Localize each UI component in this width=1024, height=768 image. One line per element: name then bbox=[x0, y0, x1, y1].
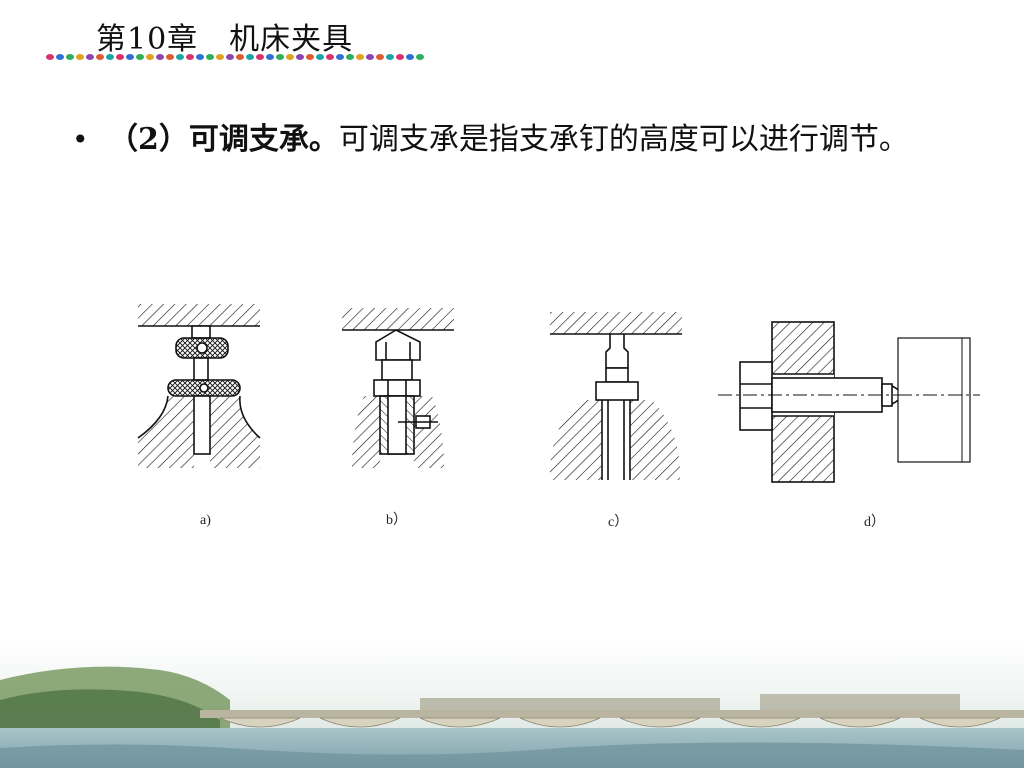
figure-label-b: b） bbox=[386, 512, 407, 528]
bullet-bold-lead: （2）可调支承。 bbox=[108, 122, 339, 157]
decorative-dot bbox=[156, 54, 164, 60]
figure-a bbox=[137, 304, 261, 468]
decorative-dot bbox=[146, 54, 154, 60]
decorative-dot-strip bbox=[46, 54, 424, 60]
decorative-dot bbox=[76, 54, 84, 60]
bullet-item: • （2）可调支承。可调支承是指支承钉的高度可以进行调节。 bbox=[72, 118, 972, 162]
decorative-dot bbox=[256, 54, 264, 60]
decorative-dot bbox=[136, 54, 144, 60]
decorative-dot bbox=[336, 54, 344, 60]
decorative-dot bbox=[246, 54, 254, 60]
figure-label-d: d） bbox=[864, 514, 885, 530]
decorative-dot bbox=[296, 54, 304, 60]
decorative-dot bbox=[66, 54, 74, 60]
decorative-dot bbox=[196, 54, 204, 60]
decorative-dot bbox=[386, 54, 394, 60]
decorative-dot bbox=[416, 54, 424, 60]
bullet-text: （2）可调支承。可调支承是指支承钉的高度可以进行调节。 bbox=[108, 118, 968, 162]
decorative-dot bbox=[226, 54, 234, 60]
figure-d bbox=[718, 321, 980, 483]
decorative-dot bbox=[406, 54, 414, 60]
decorative-dot bbox=[96, 54, 104, 60]
bullet-mark: • bbox=[72, 123, 89, 156]
decorative-dot bbox=[106, 54, 114, 60]
figure-label-c: c） bbox=[608, 514, 628, 530]
decorative-dot bbox=[206, 54, 214, 60]
decorative-dot bbox=[376, 54, 384, 60]
decorative-dot bbox=[396, 54, 404, 60]
adjustable-support-figure: a) b） c） bbox=[137, 304, 980, 530]
decorative-dot bbox=[276, 54, 284, 60]
decorative-dot bbox=[356, 54, 364, 60]
slide-header-title: 第10章 机床夹具 bbox=[96, 22, 354, 57]
decorative-dot bbox=[366, 54, 374, 60]
decorative-dot bbox=[216, 54, 224, 60]
figure-label-a: a) bbox=[200, 513, 211, 528]
decorative-dot bbox=[46, 54, 54, 60]
figure-b bbox=[342, 308, 454, 468]
decorative-dot bbox=[56, 54, 64, 60]
figure-c bbox=[550, 312, 682, 480]
decorative-dot bbox=[86, 54, 94, 60]
decorative-dot bbox=[176, 54, 184, 60]
decorative-dot bbox=[126, 54, 134, 60]
decorative-dot bbox=[236, 54, 244, 60]
decorative-dot bbox=[266, 54, 274, 60]
decorative-dot bbox=[166, 54, 174, 60]
decorative-dot bbox=[186, 54, 194, 60]
decorative-dot bbox=[306, 54, 314, 60]
decorative-dot bbox=[286, 54, 294, 60]
slide-content: • （2）可调支承。可调支承是指支承钉的高度可以进行调节。 bbox=[72, 118, 972, 162]
bullet-body: 可调支承是指支承钉的高度可以进行调节。 bbox=[338, 122, 909, 157]
decorative-dot bbox=[346, 54, 354, 60]
decorative-dot bbox=[316, 54, 324, 60]
decorative-landscape-footer bbox=[0, 640, 1024, 768]
decorative-dot bbox=[326, 54, 334, 60]
decorative-dot bbox=[116, 54, 124, 60]
